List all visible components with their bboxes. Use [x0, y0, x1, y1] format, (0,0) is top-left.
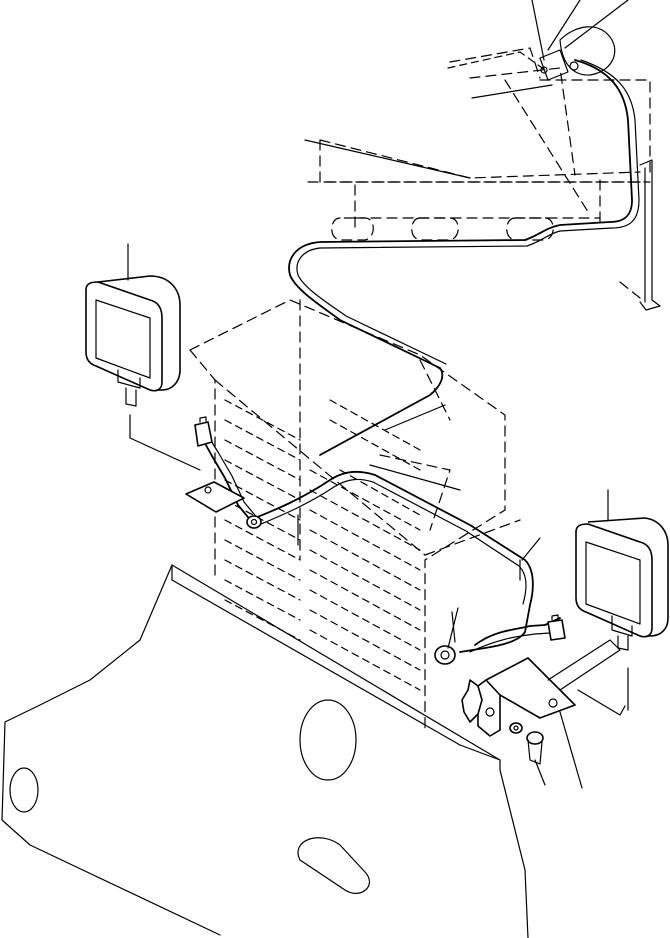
grid-box	[189, 299, 521, 731]
washer	[509, 722, 523, 734]
clamp-left	[246, 515, 262, 529]
lamp-right	[575, 489, 669, 651]
lamp-upper	[447, 26, 616, 81]
connector-left	[194, 416, 213, 447]
frame	[1, 564, 529, 938]
leader-lines	[304, 0, 629, 789]
bolt	[526, 731, 544, 765]
bracket-left	[185, 481, 245, 513]
lamp-left	[85, 243, 181, 407]
clamp-right	[434, 611, 456, 665]
cab-panel	[307, 47, 651, 299]
connector-right	[547, 614, 566, 641]
wiring-harness	[129, 59, 640, 653]
cab-post	[639, 159, 661, 311]
bracket-right	[461, 639, 626, 737]
